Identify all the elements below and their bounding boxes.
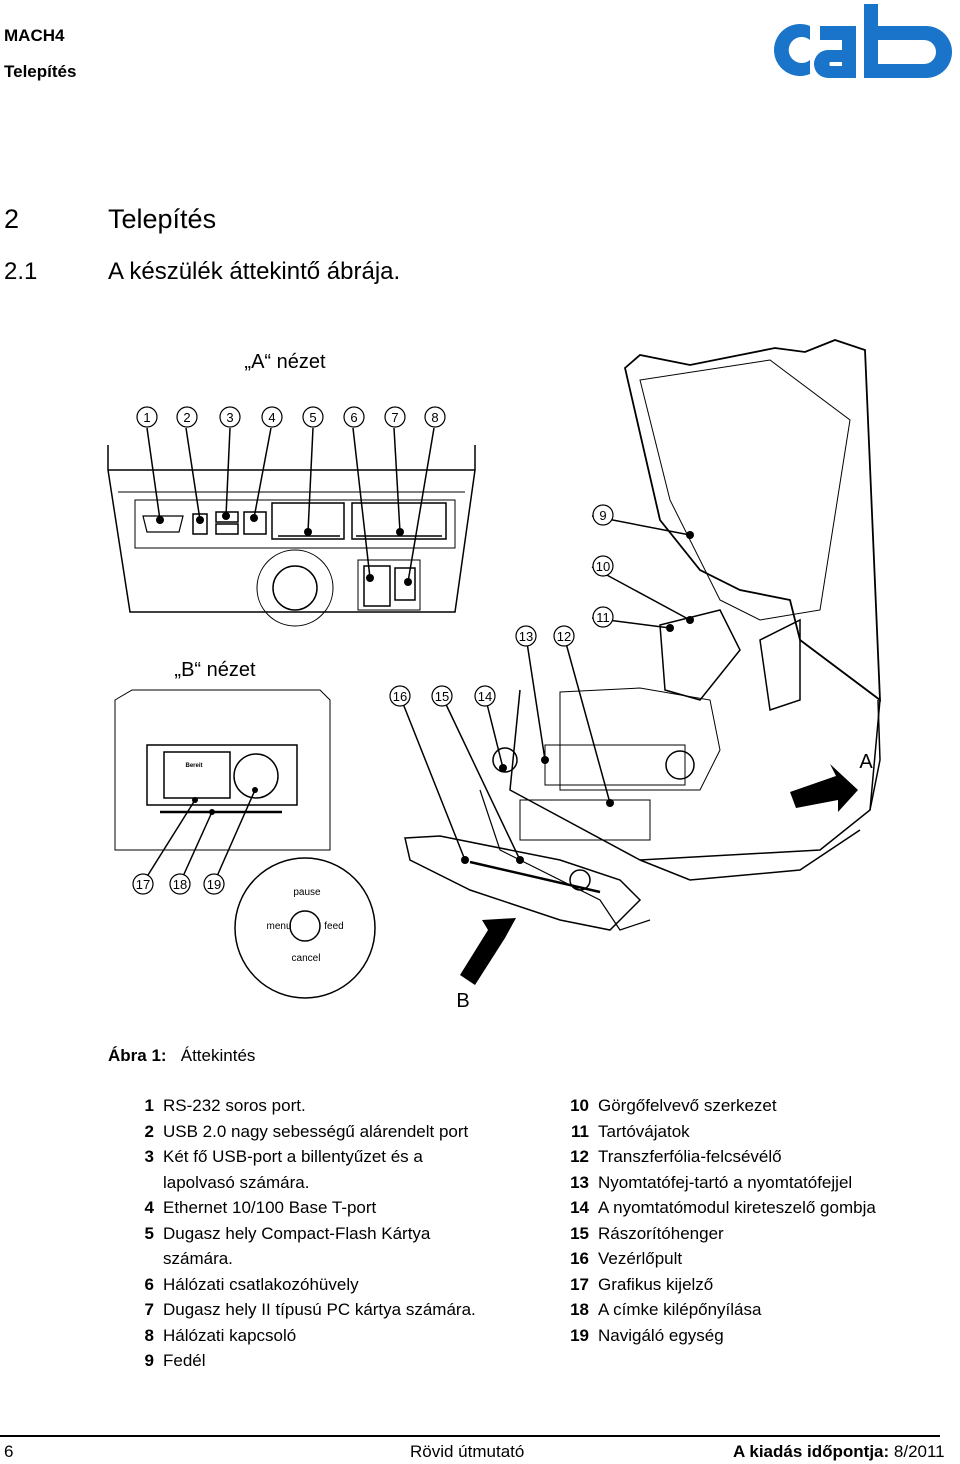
callout-circles: 1 2 3 4 5 6 7 8 9 10 11 12 13 14 15 16 1… [132, 406, 614, 895]
footer-date-label: A kiadás időpontja: [733, 1442, 890, 1461]
printer-overview-figure: 1 2 3 4 5 6 7 8 9 10 11 12 13 14 15 16 1… [107, 339, 881, 1012]
callout-6: 6 [350, 410, 357, 425]
logo-text: cab [758, 0, 760, 1]
subsection-number: 2.1 [4, 258, 38, 285]
letter-b: B [456, 990, 469, 1012]
callout-3: 3 [226, 410, 233, 425]
nav-menu-label: menu [266, 921, 291, 932]
callout-8: 8 [431, 410, 438, 425]
figure-caption: Ábra 1: Áttekintés [108, 1046, 255, 1066]
callout-2: 2 [183, 410, 190, 425]
display-text: Bereit [185, 763, 202, 769]
callout-9: 9 [599, 508, 606, 523]
callout-7: 7 [391, 410, 398, 425]
callout-11: 11 [596, 610, 610, 625]
footer-date: A kiadás időpontja: 8/2011 [733, 1442, 945, 1462]
footer-date-value: 8/2011 [893, 1442, 945, 1461]
header-section: Telepítés [4, 62, 77, 81]
callout-19: 19 [207, 877, 221, 892]
header-product: MACH4 [4, 26, 65, 45]
callout-12: 12 [557, 629, 571, 644]
footer-rule [0, 1435, 940, 1437]
nav-pause-label: pause [293, 887, 321, 898]
chapter-number: 2 [4, 204, 20, 234]
callout-10: 10 [596, 559, 610, 574]
view-a-label: „A“ nézet [244, 351, 326, 373]
view-b-label: „B“ nézet [174, 659, 256, 681]
callout-1: 1 [143, 410, 150, 425]
callout-17: 17 [136, 877, 150, 892]
nav-feed-label: feed [324, 921, 343, 932]
callout-16: 16 [393, 689, 407, 704]
callout-14: 14 [478, 689, 492, 704]
footer-center: Rövid útmutató [410, 1442, 525, 1461]
chapter-title: Telepítés [108, 204, 217, 234]
callout-4: 4 [268, 410, 275, 425]
letter-a: A [859, 751, 873, 773]
subsection-title: A készülék áttekintő ábrája. [108, 258, 401, 285]
callout-15: 15 [435, 689, 449, 704]
cab-logo: cab [758, 0, 952, 78]
footer-page-number: 6 [4, 1442, 14, 1461]
callout-13: 13 [519, 629, 533, 644]
callout-5: 5 [309, 410, 316, 425]
callout-18: 18 [173, 877, 187, 892]
caption-text: Áttekintés [180, 1046, 256, 1065]
caption-label: Ábra 1: [108, 1046, 167, 1065]
nav-cancel-label: cancel [292, 953, 321, 964]
